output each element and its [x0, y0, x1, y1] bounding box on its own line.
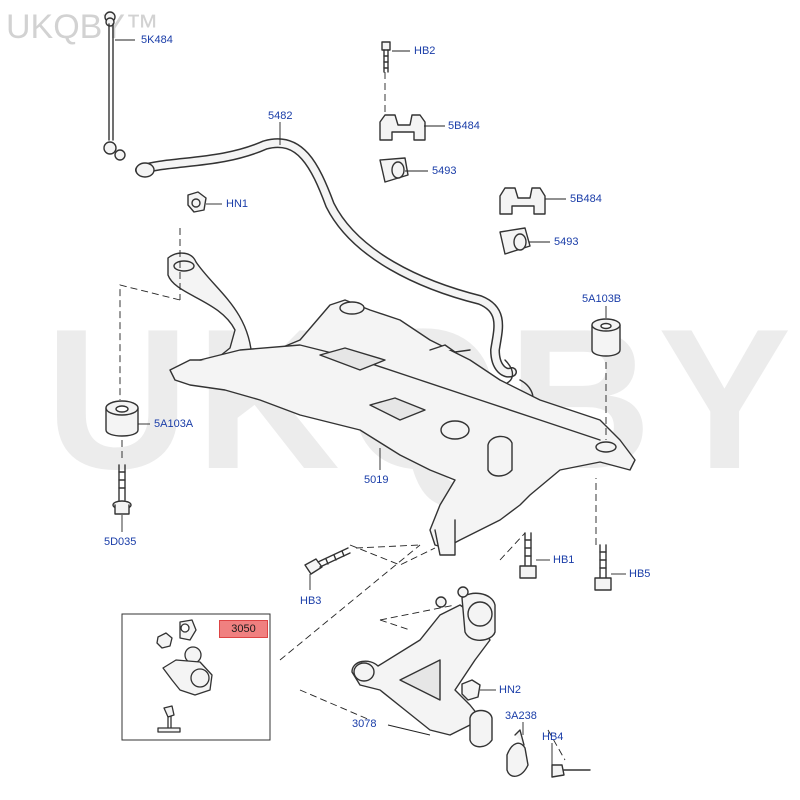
callout-5d035: 5D035: [104, 536, 137, 548]
callout-5482: 5482: [268, 110, 293, 122]
clip-3a238-drawing: [506, 729, 529, 777]
callout-5b484-upper: 5B484: [448, 120, 480, 132]
callout-hn1: HN1: [226, 198, 249, 210]
bush-right-drawing: [499, 227, 531, 255]
callout-3050-kit: 3050: [219, 620, 268, 638]
bracket-upper-drawing: [379, 114, 426, 141]
stabilizer-bar-drawing: [135, 138, 534, 403]
nut-hn1-drawing: [187, 191, 207, 213]
callout-5k484: 5K484: [141, 34, 173, 46]
stabilizer-link-drawing: [103, 11, 126, 161]
callout-hb1: HB1: [553, 554, 575, 566]
leader-lines: [115, 39, 626, 765]
callout-5493-right: 5493: [554, 236, 579, 248]
bolt-hb2-drawing: [381, 41, 391, 73]
nut-hn2-drawing: [461, 679, 481, 701]
callout-5019: 5019: [364, 474, 389, 486]
callout-hb5: HB5: [629, 568, 651, 580]
subframe-drawing: [167, 252, 636, 556]
callout-hb4: HB4: [542, 731, 564, 743]
callout-5a103a: 5A103A: [154, 418, 194, 430]
bolt-hb1-drawing: [519, 532, 537, 579]
ball-joint-kit-box: [121, 613, 271, 741]
callout-3078: 3078: [352, 718, 377, 730]
callout-5a103b: 5A103B: [582, 293, 622, 305]
bush-5a103a-drawing: [105, 400, 139, 437]
lower-arm-drawing: [351, 586, 496, 748]
callout-3a238: 3A238: [505, 710, 537, 722]
callout-hb3: HB3: [300, 595, 322, 607]
ball-joint-kit-drawing: [156, 619, 213, 733]
bolt-5d035-drawing: [112, 464, 132, 515]
callout-hn2: HN2: [499, 684, 522, 696]
callout-5b484-right: 5B484: [570, 193, 602, 205]
callout-5493-upper: 5493: [432, 165, 457, 177]
bolt-hb4-drawing: [551, 764, 591, 778]
bolt-hb5-drawing: [594, 544, 612, 591]
bolt-hb3-drawing: [304, 547, 351, 575]
bracket-right-drawing: [499, 187, 546, 215]
bush-upper-drawing: [379, 157, 409, 183]
callout-hb2: HB2: [414, 45, 436, 57]
bush-5a103b-drawing: [591, 318, 621, 357]
assembly-guide-lines: [119, 72, 607, 761]
